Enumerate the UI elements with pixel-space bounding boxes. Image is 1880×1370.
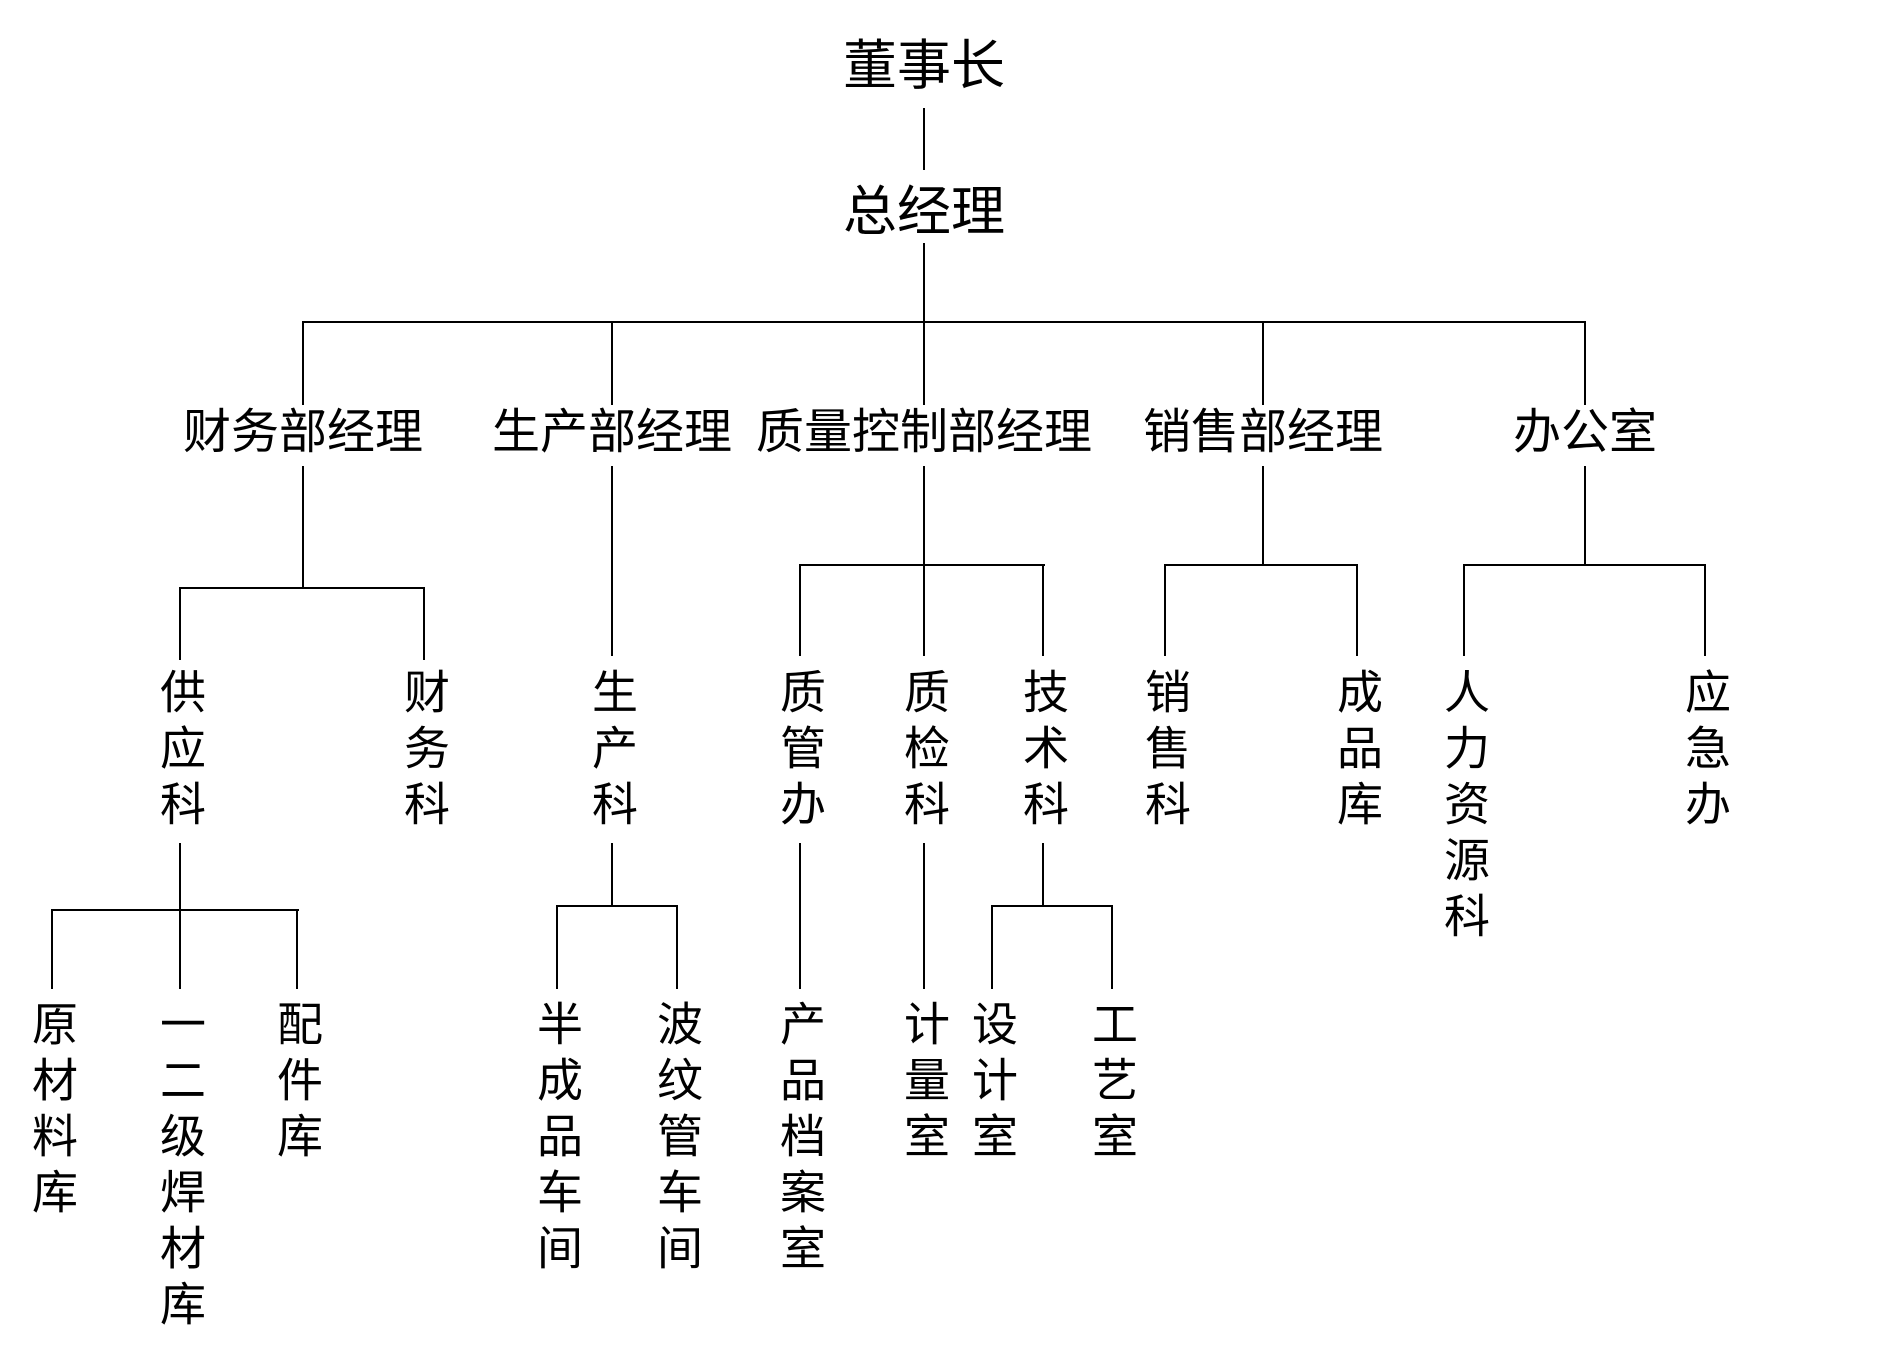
- connector-chairman-gm: [923, 108, 925, 170]
- connector-drop-semi-finished-workshop: [556, 905, 558, 989]
- connector-drop-welding-material-warehouse: [179, 909, 181, 989]
- node-hr-section: 人力资源科: [1437, 668, 1491, 948]
- node-chairman: 董事长: [843, 34, 1005, 97]
- node-product-archives-room: 产品档案室: [773, 1000, 827, 1280]
- connector-drop-supply-section: [179, 587, 181, 660]
- node-technical-section: 技术科: [1016, 668, 1070, 836]
- node-quality-inspection-section: 质检科: [897, 668, 951, 836]
- connector-technical-rail: [991, 905, 1113, 907]
- connector-drop-sales-section: [1164, 564, 1166, 656]
- node-finished-goods-warehouse: 成品库: [1330, 668, 1384, 836]
- connector-drop-finished-goods-warehouse: [1356, 564, 1358, 656]
- connector-drop-quality-inspection-section: [923, 564, 925, 656]
- connector-production-stub: [611, 466, 613, 656]
- node-production-dept-manager: 生产部经理: [491, 404, 733, 460]
- connector-drop-bellows-workshop: [676, 905, 678, 989]
- node-general-manager: 总经理: [843, 180, 1005, 243]
- node-welding-material-warehouse: 一二级焊材库: [153, 1000, 207, 1336]
- connector-drop-parts-warehouse: [296, 909, 298, 989]
- connector-finance-stub: [302, 466, 304, 588]
- connector-sales-stub: [1262, 466, 1264, 566]
- connector-departments-rail: [302, 321, 1586, 323]
- connector-drop-hr-section: [1463, 564, 1465, 656]
- node-sales-dept-manager: 销售部经理: [1142, 404, 1384, 460]
- node-bellows-workshop: 波纹管车间: [650, 1000, 704, 1280]
- connector-supply-stub: [179, 843, 181, 911]
- connector-office-rail: [1463, 564, 1706, 566]
- connector-finance-rail: [179, 587, 425, 589]
- node-semi-finished-workshop: 半成品车间: [530, 1000, 584, 1280]
- node-qc-dept-manager: 质量控制部经理: [755, 404, 1093, 460]
- connector-production-section-stub: [611, 843, 613, 907]
- connector-gm-spine: [923, 243, 925, 322]
- connector-qc-stub: [923, 466, 925, 566]
- node-parts-warehouse: 配件库: [270, 1000, 324, 1168]
- node-finance-section: 财务科: [397, 668, 451, 836]
- connector-drop-finance-dept: [302, 321, 304, 405]
- connector-drop-sales-dept: [1262, 321, 1264, 405]
- connector-metrology-stub: [923, 843, 925, 989]
- node-metrology-room: 计量室: [897, 1000, 951, 1168]
- node-production-section: 生产科: [585, 668, 639, 836]
- connector-drop-technical-section: [1042, 564, 1044, 656]
- connector-drop-process-room: [1111, 905, 1113, 989]
- connector-drop-finance-section: [423, 587, 425, 660]
- node-office: 办公室: [1512, 404, 1658, 460]
- connector-supply-rail: [51, 909, 299, 911]
- node-supply-section: 供应科: [153, 668, 207, 836]
- connector-drop-office: [1584, 321, 1586, 405]
- node-finance-dept-manager: 财务部经理: [182, 404, 424, 460]
- connector-drop-qc-dept: [923, 321, 925, 405]
- connector-drop-design-room: [991, 905, 993, 989]
- node-process-room: 工艺室: [1085, 1000, 1139, 1168]
- connector-drop-raw-material-warehouse: [51, 909, 53, 989]
- connector-qc-rail: [799, 564, 1045, 566]
- connector-office-stub: [1584, 466, 1586, 566]
- connector-drop-emergency-office: [1704, 564, 1706, 656]
- connector-drop-production-dept: [611, 321, 613, 405]
- connector-technical-stub: [1042, 843, 1044, 907]
- connector-archives-stub: [799, 843, 801, 989]
- connector-drop-quality-management-office: [799, 564, 801, 656]
- node-quality-management-office: 质管办: [773, 668, 827, 836]
- connector-production-rail: [556, 905, 678, 907]
- node-design-room: 设计室: [965, 1000, 1019, 1168]
- connector-sales-rail: [1164, 564, 1358, 566]
- node-sales-section: 销售科: [1138, 668, 1192, 836]
- node-emergency-office: 应急办: [1678, 668, 1732, 836]
- node-raw-material-warehouse: 原材料库: [25, 1000, 79, 1224]
